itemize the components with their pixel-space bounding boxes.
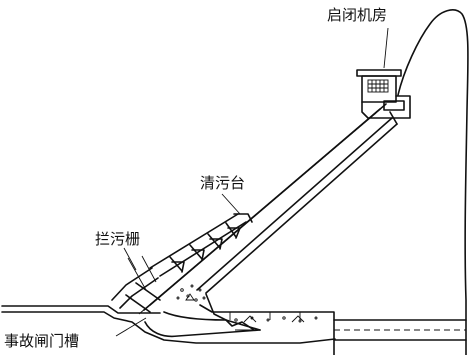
- leader-gate-slot: [115, 317, 147, 337]
- concrete-fill: [176, 284, 318, 323]
- hoist-deck: [361, 95, 411, 119]
- hillside-outline: [397, 9, 469, 355]
- leader-trash-rack: [123, 247, 137, 271]
- label-emergency-gate-slot: 事故闸门槽: [4, 332, 80, 350]
- intake-tunnel: [1, 293, 467, 355]
- hoist-room-roof: [356, 69, 402, 77]
- label-trash-rack: 拦污栅: [95, 230, 141, 248]
- leader-cleaning-platform: [221, 193, 241, 215]
- hoist-room-window: [367, 79, 389, 93]
- label-cleaning-platform: 清污台: [200, 174, 246, 192]
- label-hoist-room: 启闭机房: [327, 6, 388, 24]
- trash-rack: [111, 255, 161, 313]
- cleaning-platform: [149, 213, 253, 277]
- leader-hoist-room: [383, 27, 389, 69]
- inclined-shaft: [138, 103, 398, 315]
- hoist-room: [356, 69, 411, 119]
- hoist-room-body: [361, 75, 397, 103]
